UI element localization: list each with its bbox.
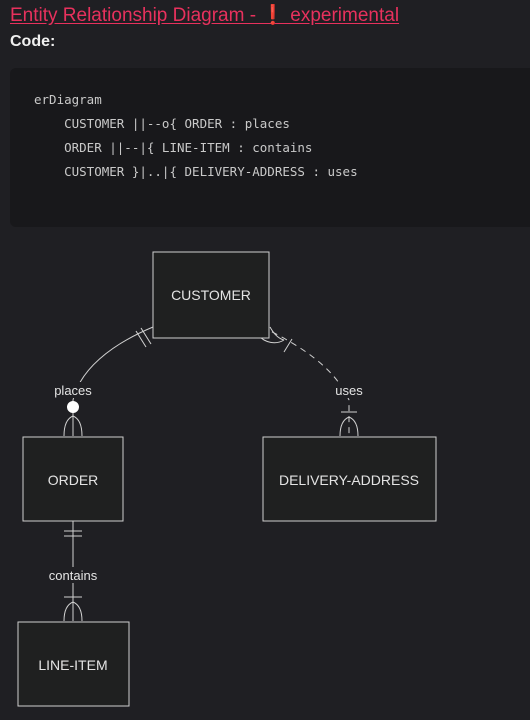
code-line: CUSTOMER ||--o{ ORDER : places <box>34 116 290 131</box>
relationship-label-contains: contains <box>49 568 98 583</box>
entity-customer-label: CUSTOMER <box>171 287 251 303</box>
code-label: Code: <box>10 33 56 50</box>
entity-customer[interactable]: CUSTOMER <box>152 251 270 339</box>
code-line: ORDER ||--|{ LINE-ITEM : contains <box>34 140 313 155</box>
code-block: erDiagram CUSTOMER ||--o{ ORDER : places… <box>10 68 530 227</box>
entity-line-item-label: LINE-ITEM <box>38 657 107 673</box>
cardinality-exactly-one-marker <box>64 530 82 537</box>
code-line: CUSTOMER }|..|{ DELIVERY-ADDRESS : uses <box>34 164 358 179</box>
entity-delivery-address[interactable]: DELIVERY-ADDRESS <box>262 436 437 522</box>
relationship-label-uses: uses <box>335 383 363 398</box>
entity-delivery-address-label: DELIVERY-ADDRESS <box>279 472 419 488</box>
entity-order[interactable]: ORDER <box>22 436 124 522</box>
cardinality-one-or-more-marker <box>339 411 359 437</box>
cardinality-exactly-one-marker <box>135 327 152 348</box>
cardinality-zero-or-more-marker <box>63 401 83 437</box>
entity-order-label: ORDER <box>48 472 99 488</box>
relationship-line-places <box>72 326 154 436</box>
page-title[interactable]: Entity Relationship Diagram - ❗ experime… <box>10 5 400 26</box>
relationship-line-uses <box>261 326 350 436</box>
cardinality-one-or-more-marker <box>63 596 83 622</box>
entity-line-item[interactable]: LINE-ITEM <box>17 621 130 707</box>
relationship-label-places: places <box>54 383 92 398</box>
code-line: erDiagram <box>34 92 102 107</box>
